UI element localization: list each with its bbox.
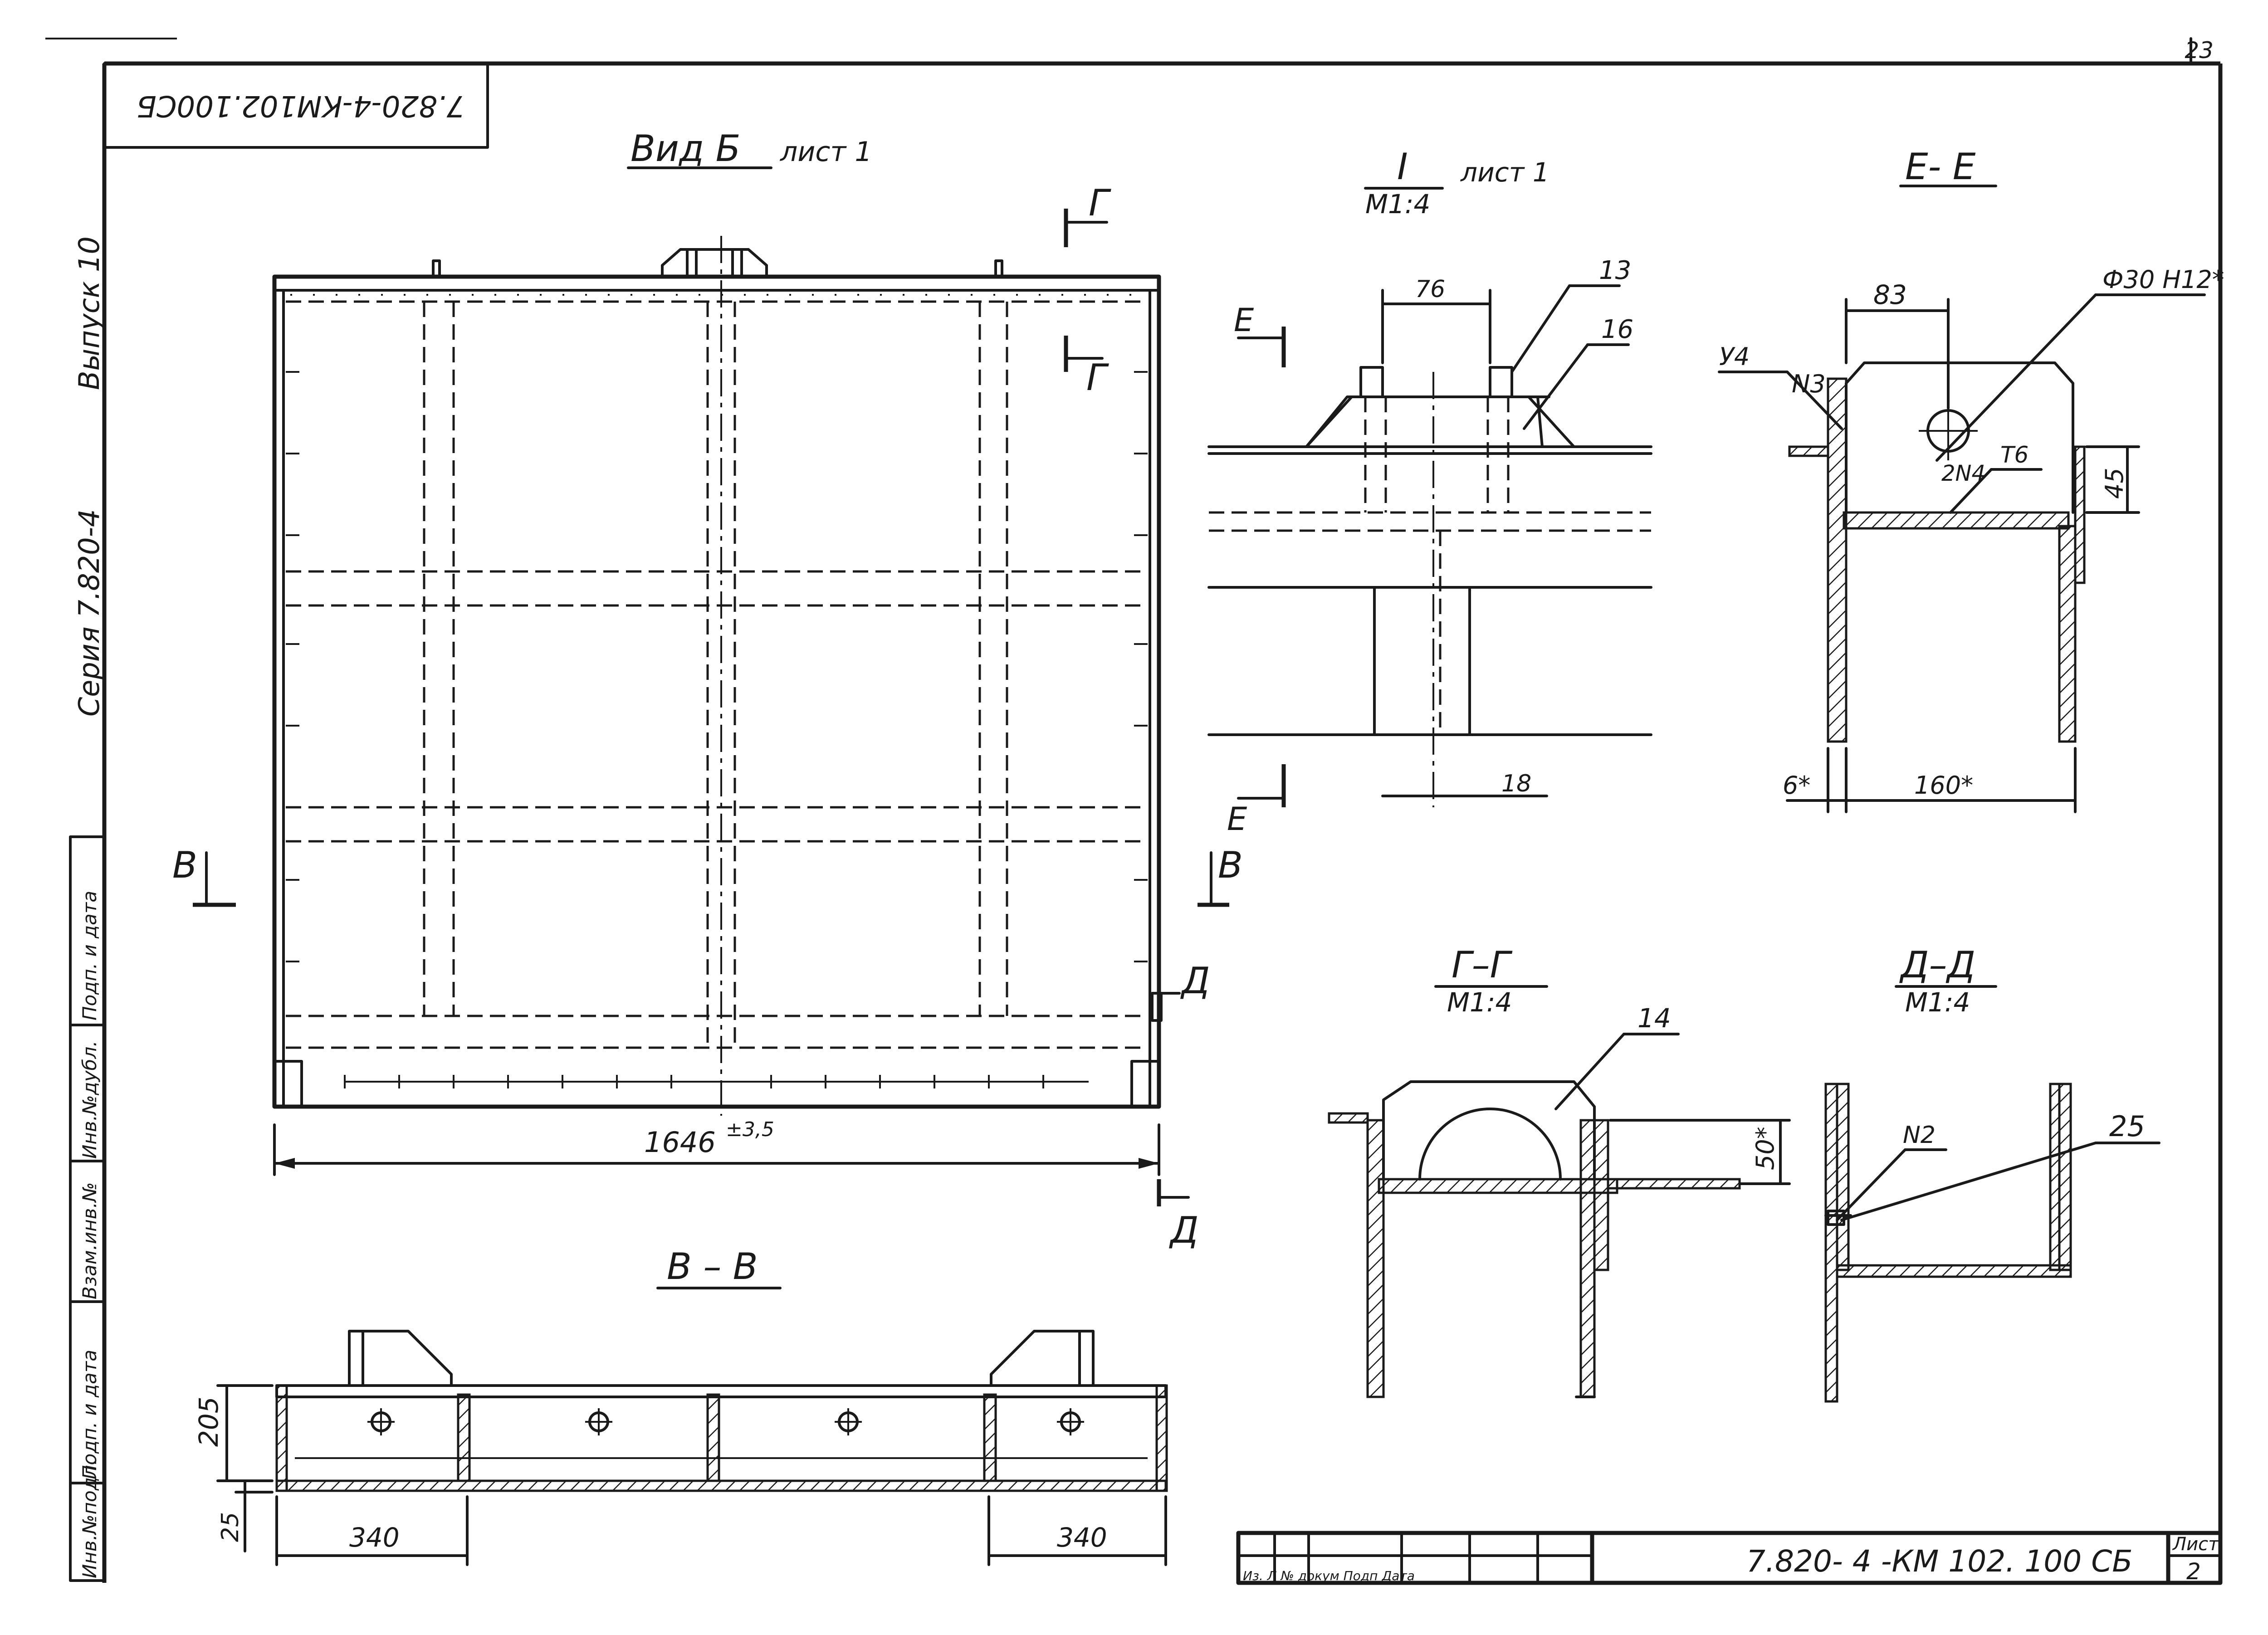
doc-code-rotated: 7.820-4-КМ102.100СБ — [137, 89, 465, 122]
section-gg-dim-50: 50* — [1751, 1127, 1779, 1170]
section-v-v: В – В 205 25 — [193, 1245, 1168, 1566]
section-dd-pos-25: 25 — [2109, 1110, 2145, 1143]
node1-cut-e-bottom: Е — [1227, 800, 1247, 838]
node1-pos-13: 13 — [1599, 256, 1631, 285]
cut-v-right: В — [1218, 844, 1243, 886]
view-b-panel: Вид Б лист 1 — [172, 127, 1243, 1251]
section-gg-title: Г–Г — [1452, 944, 1513, 986]
section-e-e: Е- Е 83 Ф30 Н12* У4 N3 2N4 Т6 45 — [1718, 146, 2224, 813]
stamp-inv-orig: Инв.№подл. — [78, 1459, 101, 1578]
view-b-ref: лист 1 — [780, 136, 872, 168]
section-g-g: Г–Г М1:4 14 50* — [1328, 944, 1791, 1398]
view-b-width-dim: 1646 — [644, 1126, 716, 1159]
section-ee-dim-45: 45 — [2100, 468, 2129, 499]
cut-d-top: Д — [1180, 960, 1210, 1002]
node1-scale: М1:4 — [1365, 189, 1430, 220]
cut-v-left: В — [172, 844, 197, 886]
sheet-frame — [45, 37, 2223, 1583]
node1-ref: лист 1 — [1460, 157, 1549, 188]
title-block-doc-code: 7.820- 4 -КМ 102. 100 СБ — [1746, 1544, 2133, 1579]
title-block-columns: Из. Л № докум Подп Дата — [1243, 1568, 1415, 1583]
node1-cut-e-top: Е — [1234, 302, 1254, 339]
section-ee-t6: Т6 — [2000, 442, 2028, 468]
title-block-sheet-label: Лист — [2172, 1534, 2219, 1555]
section-ee-title: Е- Е — [1905, 146, 1976, 188]
section-ee-n4: 2N4 — [1941, 461, 1985, 486]
cut-g-bottom: Г — [1086, 356, 1109, 399]
section-dd-n2: N2 — [1903, 1122, 1936, 1149]
node-detail-1: I М1:4 лист 1 76 18 13 16 — [1207, 146, 1652, 838]
node1-dim-18: 18 — [1501, 770, 1531, 797]
section-vv-dim-25: 25 — [217, 1512, 244, 1542]
cut-d-bottom: Д — [1169, 1209, 1199, 1251]
view-b-width-tol: ±3,5 — [726, 1118, 774, 1141]
section-dd-scale: М1:4 — [1905, 987, 1970, 1018]
view-b-title: Вид Б — [631, 127, 741, 170]
section-dd-title: Д–Д — [1899, 944, 1975, 986]
stamp-inv-dupl: Инв.№дубл. — [78, 1040, 101, 1159]
node1-dim-76: 76 — [1415, 276, 1445, 303]
section-ee-dim-83: 83 — [1873, 279, 1907, 310]
section-d-d: Д–Д М1:4 N2 25 — [1824, 944, 2160, 1403]
section-ee-n3: N3 — [1792, 370, 1826, 398]
section-ee-hole: Ф30 Н12* — [2102, 265, 2224, 294]
section-ee-dim-160: 160* — [1914, 771, 1973, 800]
issue-label: Выпуск 10 — [73, 236, 106, 390]
stamp-sign-date-2: Подп. и дата — [78, 1350, 101, 1479]
title-block: Из. Л № докум Подп Дата 7.820- 4 -КМ 102… — [1236, 1531, 2223, 1585]
section-ee-weld-u4: У4 — [1719, 342, 1750, 371]
node1-title: I — [1397, 146, 1408, 188]
section-vv-title: В – В — [667, 1245, 758, 1288]
stamp-sign-date-1: Подп. и дата — [78, 891, 101, 1020]
cut-g-top: Г — [1089, 182, 1111, 224]
section-vv-dim-205: 205 — [193, 1396, 224, 1447]
section-ee-dim-6: 6* — [1783, 771, 1810, 800]
page-number: 23 — [2185, 37, 2214, 63]
title-block-sheet-number: 2 — [2186, 1558, 2201, 1585]
section-gg-scale: М1:4 — [1447, 987, 1512, 1018]
section-gg-pos-14: 14 — [1637, 1003, 1671, 1034]
section-vv-dim-340-left: 340 — [349, 1522, 400, 1553]
section-vv-dim-340-right: 340 — [1057, 1522, 1107, 1553]
stamp-replace-inv: Взам.инв.№ — [78, 1182, 101, 1299]
series-label: Серия 7.820-4 — [73, 509, 106, 717]
node1-pos-16: 16 — [1601, 315, 1633, 344]
